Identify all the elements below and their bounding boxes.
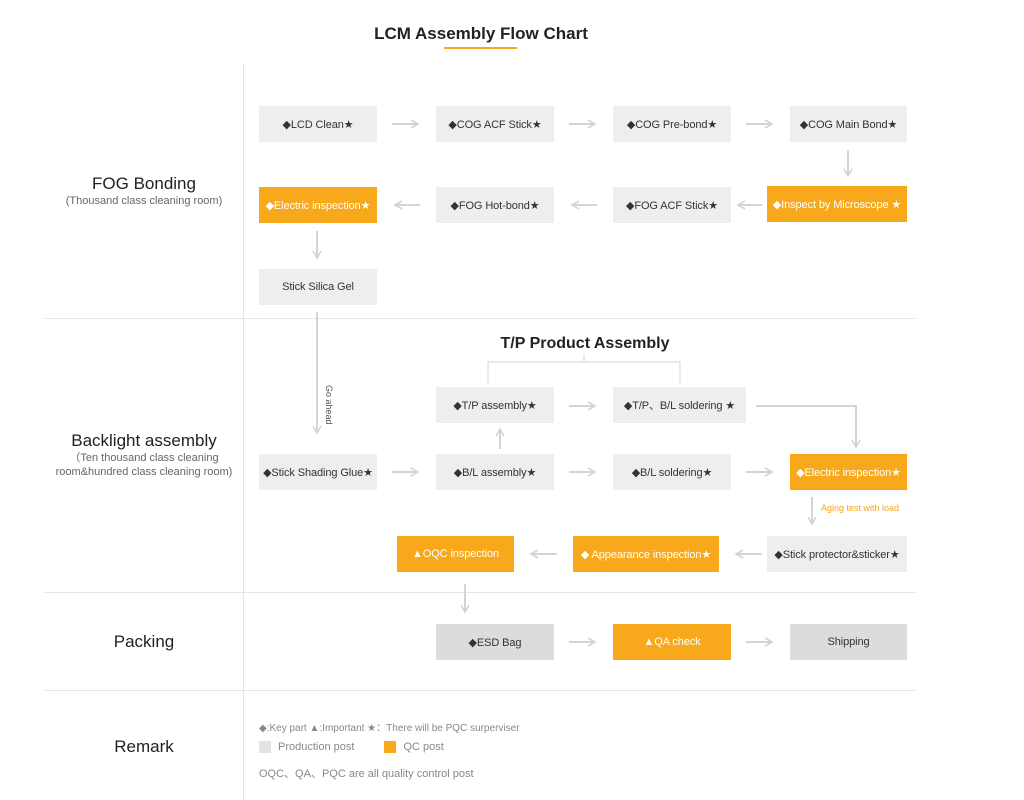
tp-product-assembly-title: T/P Product Assembly bbox=[500, 335, 670, 352]
legend-production-label: Production post bbox=[278, 741, 355, 753]
section-backlight-assembly: Backlight assembly （Ten thousand class c… bbox=[44, 431, 244, 479]
title-underline bbox=[444, 47, 517, 49]
step-cog-pre-bond: ◆COG Pre-bond★ bbox=[613, 106, 731, 142]
step-cog-acf-stick: ◆COG ACF Stick★ bbox=[436, 106, 554, 142]
step-stick-shading-glue: ◆Stick Shading Glue★ bbox=[259, 454, 377, 490]
step-qa-check: ▲QA check bbox=[613, 624, 731, 660]
step-fog-hot-bond: ◆FOG Hot-bond★ bbox=[436, 187, 554, 223]
remark-legend: Production post QC post bbox=[259, 741, 474, 753]
step-stick-protector-sticker: ◆Stick protector&sticker★ bbox=[767, 536, 907, 572]
remark-symbols: ◆:Key part ▲:Important ★：There will be P… bbox=[259, 723, 520, 734]
step-cog-main-bond: ◆COG Main Bond★ bbox=[790, 106, 907, 142]
go-ahead-label: Go ahead bbox=[324, 385, 334, 425]
legend-qc: QC post bbox=[384, 741, 444, 753]
legend-production: Production post bbox=[259, 741, 354, 753]
step-bl-soldering: ◆B/L soldering★ bbox=[613, 454, 731, 490]
section-packing: Packing bbox=[44, 632, 244, 652]
section-title: Backlight assembly bbox=[71, 431, 217, 450]
aging-test-label: Aging test with load bbox=[821, 503, 900, 513]
section-subtitle-2: room&hundred class cleaning room) bbox=[55, 466, 233, 478]
row-divider-3 bbox=[44, 690, 916, 691]
step-shipping: Shipping bbox=[790, 624, 907, 660]
step-tp-assembly: ◆T/P assembly★ bbox=[436, 387, 554, 423]
section-subtitle: (Thousand class cleaning room) bbox=[65, 195, 223, 207]
step-stick-silica-gel: Stick Silica Gel bbox=[259, 269, 377, 305]
step-oqc-inspection: ▲OQC inspection bbox=[397, 536, 514, 572]
legend-qc-label: QC post bbox=[403, 741, 444, 753]
step-electric-inspection-2: ◆Electric inspection★ bbox=[790, 454, 907, 490]
section-title: Remark bbox=[114, 737, 174, 756]
tp-bracket bbox=[487, 361, 681, 384]
section-title: Packing bbox=[113, 632, 175, 651]
step-bl-assembly: ◆B/L assembly★ bbox=[436, 454, 554, 490]
row-divider-1 bbox=[44, 318, 916, 319]
row-divider-2 bbox=[44, 592, 916, 593]
qc-swatch bbox=[384, 741, 397, 753]
section-subtitle-1: （Ten thousand class cleaning bbox=[69, 452, 219, 464]
step-tp-bl-soldering: ◆T/P、B/L soldering ★ bbox=[613, 387, 746, 423]
step-inspect-microscope: ◆Inspect by Microscope ★ bbox=[767, 186, 907, 222]
step-electric-inspection-1: ◆Electric inspection★ bbox=[259, 187, 377, 223]
production-swatch bbox=[259, 741, 271, 753]
step-fog-acf-stick: ◆FOG ACF Stick★ bbox=[613, 187, 731, 223]
step-appearance-inspection: ◆ Appearance inspection★ bbox=[573, 536, 719, 572]
section-fog-bonding: FOG Bonding (Thousand class cleaning roo… bbox=[44, 174, 244, 208]
step-esd-bag: ◆ESD Bag bbox=[436, 624, 554, 660]
section-title: FOG Bonding bbox=[92, 174, 196, 193]
step-lcd-clean: ◆LCD Clean★ bbox=[259, 106, 377, 142]
arrow-tpbl-to-electric2 bbox=[756, 405, 861, 449]
chart-title: LCM Assembly Flow Chart bbox=[374, 24, 588, 43]
column-divider bbox=[243, 64, 244, 800]
remark-note: OQC、QA、PQC are all quality control post bbox=[259, 768, 474, 780]
section-remark: Remark bbox=[44, 737, 244, 757]
